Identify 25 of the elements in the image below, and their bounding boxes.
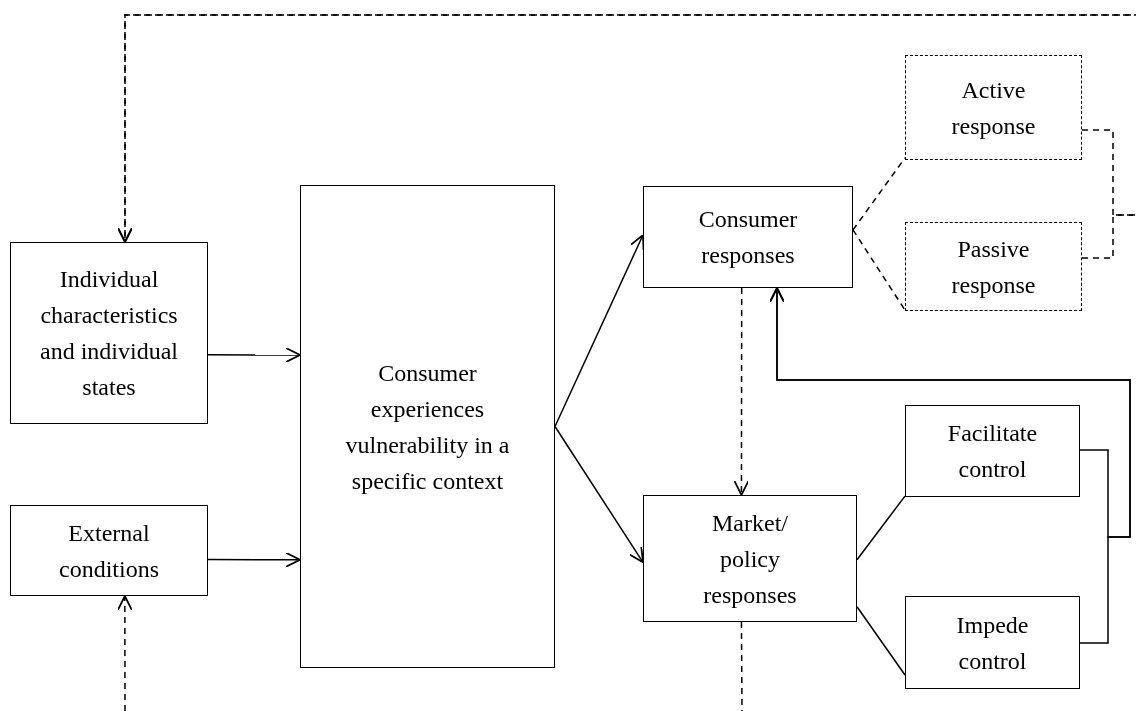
box-label: Consumer experiences vulnerability in a specific context	[344, 358, 511, 496]
process-box	[10, 505, 208, 596]
dashed-box	[905, 55, 1082, 160]
process-box	[643, 495, 857, 622]
process-box	[643, 186, 853, 288]
arrow	[207, 551, 301, 568]
arrow	[554, 234, 645, 428]
process-box	[10, 242, 208, 424]
box-label: Impede control	[955, 610, 1030, 676]
dashed-arrow	[733, 287, 750, 496]
process-box	[905, 596, 1080, 689]
process-box	[300, 185, 555, 668]
arrow	[554, 425, 644, 564]
box-label: Consumer responses	[697, 205, 799, 270]
dashed-arrow	[117, 595, 133, 711]
process-box	[905, 405, 1080, 497]
box-label: Market/ policy responses	[702, 508, 798, 610]
dashed-box	[905, 222, 1082, 311]
box-label: Facilitate control	[946, 419, 1039, 484]
box-label: External conditions	[58, 518, 160, 584]
arrow	[207, 347, 301, 363]
arrow	[769, 287, 1131, 644]
box-label: Passive response	[950, 234, 1037, 300]
box-label: Active response	[950, 75, 1037, 141]
box-label: Individual characteristics and individual states	[39, 265, 179, 402]
